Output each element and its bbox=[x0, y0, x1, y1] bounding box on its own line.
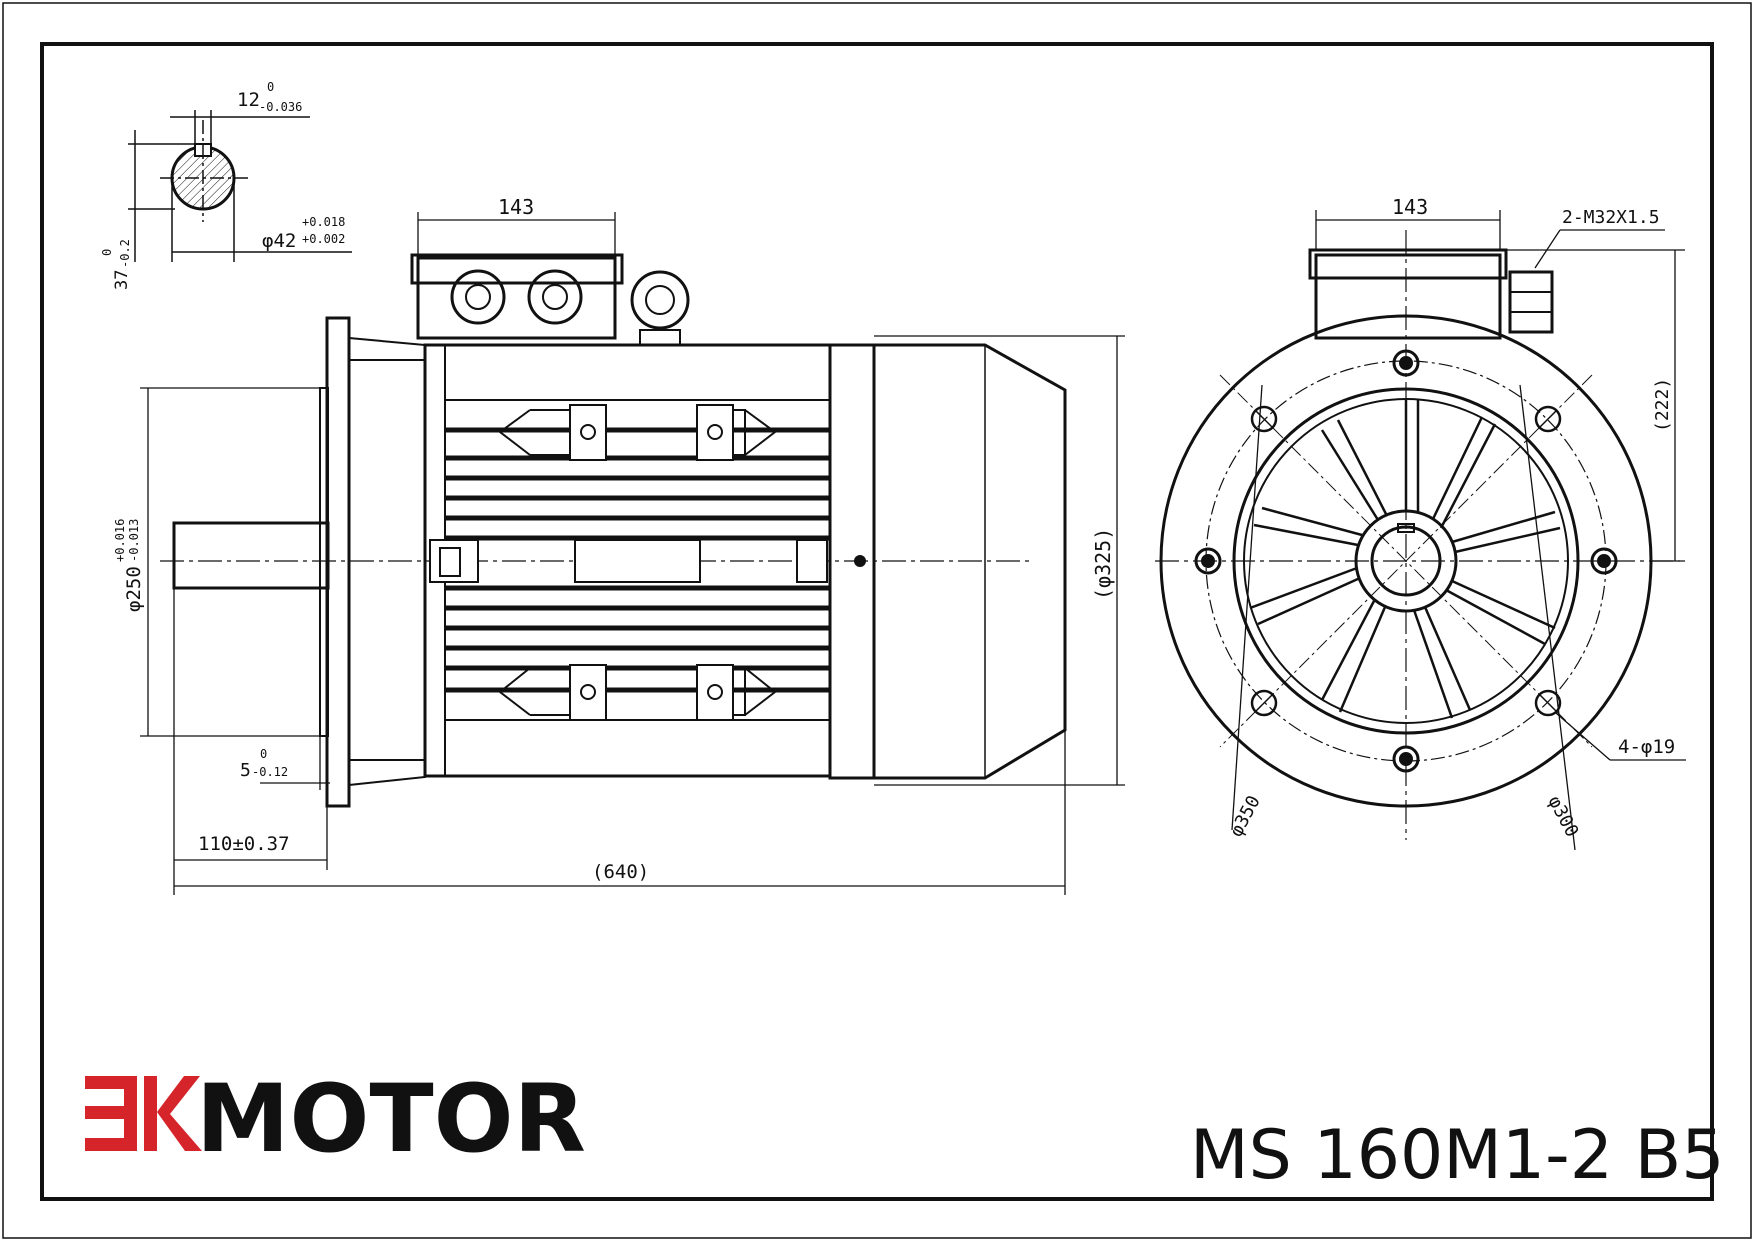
brand-logo: MOTOR bbox=[85, 1065, 586, 1174]
end-cable-gland bbox=[1508, 270, 1554, 334]
shaft-length-dim: 110±0.37 bbox=[198, 833, 290, 855]
lifting-eye bbox=[630, 270, 690, 330]
cooling-fins bbox=[445, 427, 830, 693]
bolt-holes bbox=[1219, 374, 1593, 748]
shaft-diameter-tol-upper: +0.018 bbox=[302, 215, 345, 229]
shaft-section-detail bbox=[128, 110, 352, 262]
key-width-tol-upper: 0 bbox=[267, 80, 274, 94]
side-view bbox=[140, 212, 1125, 895]
spigot-diameter-dim: φ250 bbox=[123, 566, 145, 612]
spigot-tol-lower: -0.013 bbox=[127, 519, 141, 562]
overall-length-dim: (640) bbox=[592, 861, 649, 883]
spigot-depth-tol-lower: -0.12 bbox=[252, 765, 288, 779]
shaft bbox=[172, 521, 330, 590]
hub-inner bbox=[1370, 525, 1442, 597]
hole-count-label: 4-φ19 bbox=[1618, 736, 1675, 758]
pitch-diameter-dim: φ300 bbox=[1544, 792, 1583, 840]
key-depth-tol-lower: -0.2 bbox=[118, 239, 132, 268]
height-dim: (222) bbox=[1652, 378, 1673, 432]
fan-spokes bbox=[1249, 400, 1561, 719]
spigot bbox=[319, 387, 329, 737]
spigot-circle bbox=[1232, 387, 1580, 735]
frame-diameter-dim: (φ325) bbox=[1091, 528, 1115, 600]
tapped-holes bbox=[1194, 349, 1618, 773]
spigot-tol-upper: +0.016 bbox=[113, 519, 127, 562]
spigot-depth-dim: 5 bbox=[240, 760, 251, 781]
end-terminal-box bbox=[1314, 253, 1502, 340]
cable-gland-label: 2-M32X1.5 bbox=[1562, 207, 1660, 228]
inner-frame bbox=[40, 42, 1714, 1201]
flange-diameter-dim: φ350 bbox=[1226, 792, 1265, 840]
flange bbox=[325, 316, 351, 808]
key-width-tol-lower: -0.036 bbox=[259, 100, 302, 114]
key-width-value: 12 bbox=[237, 89, 260, 111]
brand-name: MOTOR bbox=[196, 1065, 586, 1174]
end-terminal-width-dim: 143 bbox=[1392, 195, 1428, 219]
key-depth-value: 37 bbox=[112, 270, 132, 290]
model-title: MS 160M1-2 B5 bbox=[1190, 1116, 1725, 1195]
end-view bbox=[1155, 210, 1686, 851]
shaft-diameter-value: φ42 bbox=[262, 230, 296, 252]
gland-right bbox=[527, 269, 583, 325]
terminal-box bbox=[416, 256, 617, 340]
gland-left bbox=[450, 269, 506, 325]
spigot-depth-tol-upper: 0 bbox=[260, 747, 267, 761]
key-depth-tol-upper: 0 bbox=[100, 249, 114, 256]
ek-logo-mark bbox=[85, 1076, 202, 1151]
side-terminal-width-dim: 143 bbox=[498, 195, 534, 219]
shaft-diameter-tol-lower: +0.002 bbox=[302, 232, 345, 246]
